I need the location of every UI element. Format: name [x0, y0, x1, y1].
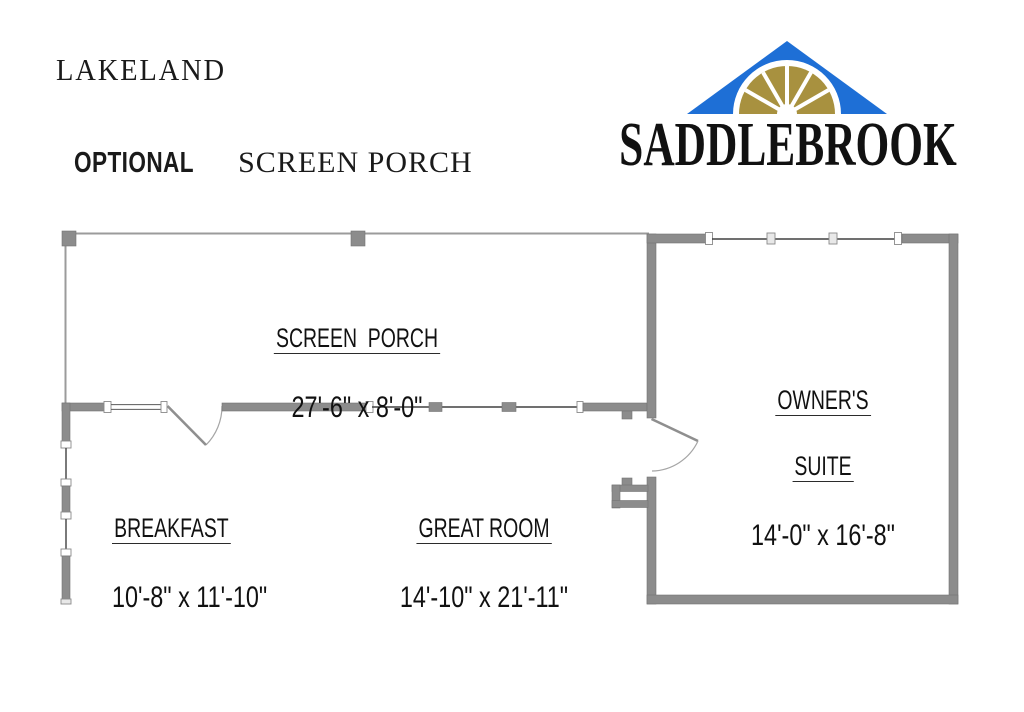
- porch-post: [350, 230, 366, 247]
- plan-subtitle-rest: SCREEN PORCH: [229, 146, 473, 179]
- plan-title: LAKELAND: [56, 52, 226, 87]
- breakfast-door-swing: [166, 405, 223, 446]
- owners-suite-walls: [646, 232, 959, 605]
- room-name: BREAKFAST: [112, 514, 231, 545]
- plan-subtitle: OPTIONAL SCREEN PORCH: [56, 128, 473, 198]
- window-mullion: [828, 232, 838, 245]
- breakfast-window: [111, 404, 162, 410]
- room-dimensions: 27'-6" x 8'-0": [291, 391, 423, 425]
- room-dimensions: 14'-0" x 16'-8": [751, 519, 895, 553]
- breakfast-left-wall: [60, 402, 72, 605]
- room-dimensions: 10'-8" x 11'-10": [112, 581, 268, 615]
- room-name: GREAT ROOM: [416, 514, 552, 545]
- room-label-owners-suite: OWNER'S SUITE 14'-0" x 16'-8": [731, 350, 916, 587]
- room-dimensions: 14'-10" x 21'-11": [399, 581, 569, 615]
- porch-house-wall: [61, 401, 648, 446]
- room-label-great-room: GREAT ROOM 14'-10" x 21'-11": [376, 478, 592, 649]
- window-mullion: [766, 232, 776, 245]
- room-name-line2: SUITE: [792, 452, 854, 483]
- gable-roof-icon: [687, 41, 887, 115]
- fireplace: [611, 477, 649, 509]
- wall-stub: [621, 410, 633, 420]
- brand-name: SADDLEBROOK: [619, 111, 957, 179]
- room-label-breakfast: BREAKFAST 10'-8" x 11'-10": [112, 478, 311, 649]
- owners-suite-window: [712, 232, 897, 245]
- porch-post: [61, 230, 77, 247]
- window-mullion: [501, 402, 517, 412]
- plan-subtitle-prefix: OPTIONAL: [73, 147, 194, 179]
- room-name: OWNER'S: [775, 386, 871, 417]
- owners-suite-door-swing: [650, 417, 699, 472]
- fanlight-hub: [777, 104, 797, 114]
- window-mullion: [428, 402, 443, 412]
- room-label-screen-porch: SCREEN PORCH 27'-6" x 8'-0": [241, 288, 472, 459]
- window-frame: [61, 485, 71, 513]
- great-room-window: [372, 402, 578, 412]
- room-name: SCREEN PORCH: [273, 324, 441, 355]
- screen-porch-walls: [61, 230, 649, 403]
